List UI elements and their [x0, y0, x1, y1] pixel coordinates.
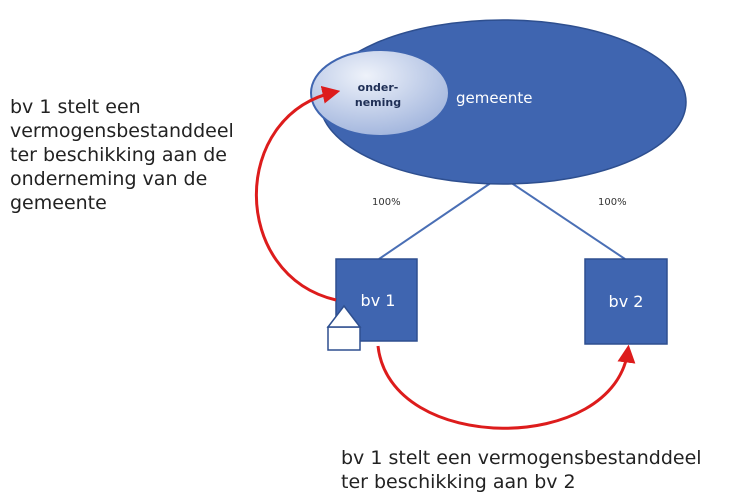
onderneming-label-line1: onder-	[358, 81, 399, 94]
caption-bottom: bv 1 stelt een vermogensbestanddeel ter …	[341, 447, 702, 493]
ownership-line-bv2	[500, 175, 626, 260]
gemeente-label: gemeente	[456, 89, 532, 107]
percentage-left: 100%	[372, 197, 401, 208]
arrow-bv1-to-onderneming	[254, 85, 341, 302]
onderneming-label-line2: neming	[355, 96, 401, 109]
ownership-line-bv1	[378, 175, 502, 260]
arrow-bv1-to-bv2	[376, 344, 636, 430]
caption-left: bv 1 stelt een vermogensbestanddeel ter …	[10, 96, 234, 214]
bv2-box	[584, 258, 668, 345]
percentage-right: 100%	[598, 197, 627, 208]
bv2-label: bv 2	[609, 292, 644, 311]
house-icon	[326, 304, 362, 351]
bv1-label: bv 1	[361, 291, 396, 310]
onderneming-ellipse	[310, 49, 450, 137]
